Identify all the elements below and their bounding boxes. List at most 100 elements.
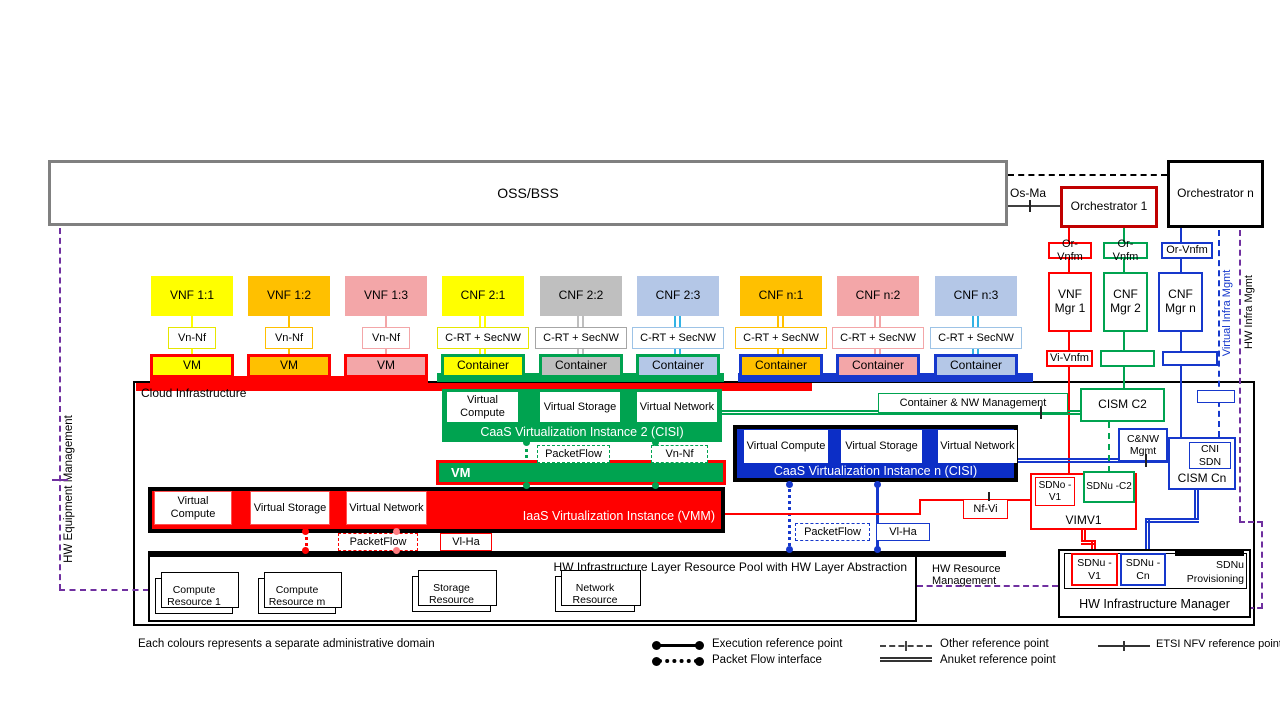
hw-infra-mgmt-elbow-2: [1261, 521, 1263, 609]
iaas-title: IaaS Virtualization Instance (VMM): [450, 509, 715, 523]
cnf-mgr-n-label: CNF Mgr n: [1165, 287, 1196, 315]
orchestrator-n-label: Orchestrator n: [1177, 186, 1254, 201]
legend-exec-line: [654, 644, 702, 647]
iaas-virtual-network: Virtual Network: [346, 491, 427, 525]
vm-box-2: VM: [247, 354, 331, 378]
vm-box-1: VM: [150, 354, 234, 378]
or-vnfm-label: Or-Vnfm: [1112, 237, 1139, 263]
exec-dot: [652, 482, 659, 489]
crt-secnw-box-3: C-RT + SecNW: [632, 327, 724, 349]
sdnu-c2-label: SDNu -C2: [1086, 481, 1132, 493]
iaas-virtual-storage: Virtual Storage: [250, 491, 330, 525]
legend-packetflow-label: Packet Flow interface: [712, 654, 822, 666]
container-box-5: Container: [836, 354, 920, 378]
legend-packet-dot: [695, 657, 704, 666]
legend-packet-dot: [652, 657, 661, 666]
orchestrator-n-box: Orchestrator n: [1167, 160, 1264, 228]
caas2-vnnf-label: Vn-Nf: [651, 445, 708, 463]
nf-label: CNF 2:2: [558, 288, 604, 303]
iface-label: C-RT + SecNW: [543, 331, 619, 344]
iaas-virtual-compute: Virtual Compute: [154, 491, 232, 525]
vn-nf-label: Vn-Nf: [665, 447, 694, 460]
orchestrator-1-label: Orchestrator 1: [1070, 199, 1148, 214]
iface-label: C-RT + SecNW: [743, 331, 819, 344]
runtime-label: Container: [554, 358, 608, 373]
legend-etsi-label: ETSI NFV reference point: [1156, 638, 1280, 650]
vm-host-label: VM: [451, 465, 471, 480]
caasn-virtual-compute: Virtual Compute: [744, 430, 828, 463]
cnf-2-3-box: CNF 2:3: [637, 276, 719, 316]
container-nw-mgmt-label: Container & NW Management: [899, 396, 1047, 409]
anuket-line-blue: [1017, 458, 1168, 463]
cism-cn-text: CISM Cn: [1177, 471, 1227, 486]
legend-anuket-line: [880, 657, 932, 662]
legend-exec-dot: [695, 641, 704, 650]
exec-dot: [302, 547, 309, 554]
virtual-network-label: Virtual Network: [349, 501, 424, 514]
network-resource: Network Resource: [555, 570, 641, 612]
cism-cn-box: CNI SDN CISM Cn: [1168, 437, 1236, 490]
vm-box-3: VM: [344, 354, 428, 378]
os-ma-label: Os-Ma: [1010, 186, 1046, 200]
virtual-compute-label: Virtual Compute: [460, 394, 505, 419]
compute-resource-m: Compute Resource m: [258, 572, 342, 614]
caas2-virtual-compute: Virtual Compute: [447, 392, 518, 422]
iaas-title-label: IaaS Virtualization Instance (VMM): [522, 509, 715, 523]
virtual-storage-label: Virtual Storage: [543, 400, 617, 413]
exec-dot: [302, 528, 309, 535]
runtime-label: VM: [280, 358, 298, 373]
or-vnfm-box-red: Or-Vnfm: [1048, 238, 1092, 263]
nf-vi-label-box: Nf-Vi: [963, 499, 1008, 519]
admin-domain-note: Each colours represents a separate admin…: [138, 638, 435, 650]
vn-nf-box-3: Vn-Nf: [362, 327, 410, 349]
iface-label: C-RT + SecNW: [938, 331, 1014, 344]
nf-label: CNF n:1: [758, 288, 804, 303]
orchestrator-1-box: Orchestrator 1: [1060, 186, 1158, 228]
vl-ha-label: Vl-Ha: [452, 535, 480, 548]
exec-dot: [523, 482, 530, 489]
legend-exec-dot: [652, 641, 661, 650]
legend-etsi-symbol: [1098, 640, 1150, 652]
cism-c2-box: CISM C2: [1080, 388, 1165, 422]
vnf-1-2-box: VNF 1:2: [248, 276, 330, 316]
virtual-storage-label: Virtual Storage: [845, 440, 918, 453]
cnf-mgr-2-box: CNF Mgr 2: [1103, 272, 1148, 332]
cnf-2-1-box: CNF 2:1: [442, 276, 524, 316]
sdnu-cn-box: SDNu -Cn: [1120, 553, 1166, 586]
resource-label: Compute Resource m: [268, 583, 326, 608]
hw-resource-mgmt-text: HW Resource Management: [932, 563, 1001, 587]
nf-label: VNF 1:3: [363, 288, 408, 303]
exec-dot: [652, 439, 659, 446]
container-box-1: Container: [441, 354, 525, 378]
caasn-vlha-label: Vl-Ha: [876, 523, 930, 541]
cnf-mgr-2-label: CNF Mgr 2: [1110, 287, 1141, 315]
caas2-title: CaaS Virtualization Instance 2 (CISI): [442, 424, 722, 440]
resource-label: Compute Resource 1: [167, 583, 221, 608]
cloud-infrastructure-box: [133, 381, 1255, 626]
crt-secnw-box-1: C-RT + SecNW: [437, 327, 529, 349]
crt-secnw-box-6: C-RT + SecNW: [930, 327, 1022, 349]
container-box-4: Container: [739, 354, 823, 378]
crt-secnw-box-2: C-RT + SecNW: [535, 327, 627, 349]
hw-resource-mgmt-label: HW Resource Management: [932, 563, 1037, 587]
vnf-mgr-1-box: VNF Mgr 1: [1048, 272, 1092, 332]
caasn-packetflow-line: [788, 482, 791, 552]
vim-sdnu-double-v1: [1081, 530, 1086, 542]
sdnu-prov-line1: SDNu: [1215, 559, 1244, 571]
cloud-infrastructure-label: Cloud Infrastructure: [141, 386, 247, 400]
runtime-label: Container: [949, 358, 1003, 373]
cnf-n-3-box: CNF n:3: [935, 276, 1017, 316]
runtime-label: VM: [183, 358, 201, 373]
iface-label: C-RT + SecNW: [840, 331, 916, 344]
hw-equipment-mgmt-label: HW Equipment Management: [63, 415, 75, 563]
os-ma-line: [1008, 205, 1060, 207]
legend-execution-symbol: [652, 640, 704, 652]
virtual-network-label: Virtual Network: [940, 440, 1015, 453]
hw-infra-mgmt-elbow-1: [1239, 521, 1263, 523]
container-box-2: Container: [539, 354, 623, 378]
sdno-v1-label: SDNo -V1: [1038, 480, 1072, 503]
packetflow-label: PacketFlow: [545, 447, 602, 460]
vimv1-text: VIMV1: [1065, 513, 1102, 528]
legend-anuket-label: Anuket reference point: [940, 654, 1056, 666]
